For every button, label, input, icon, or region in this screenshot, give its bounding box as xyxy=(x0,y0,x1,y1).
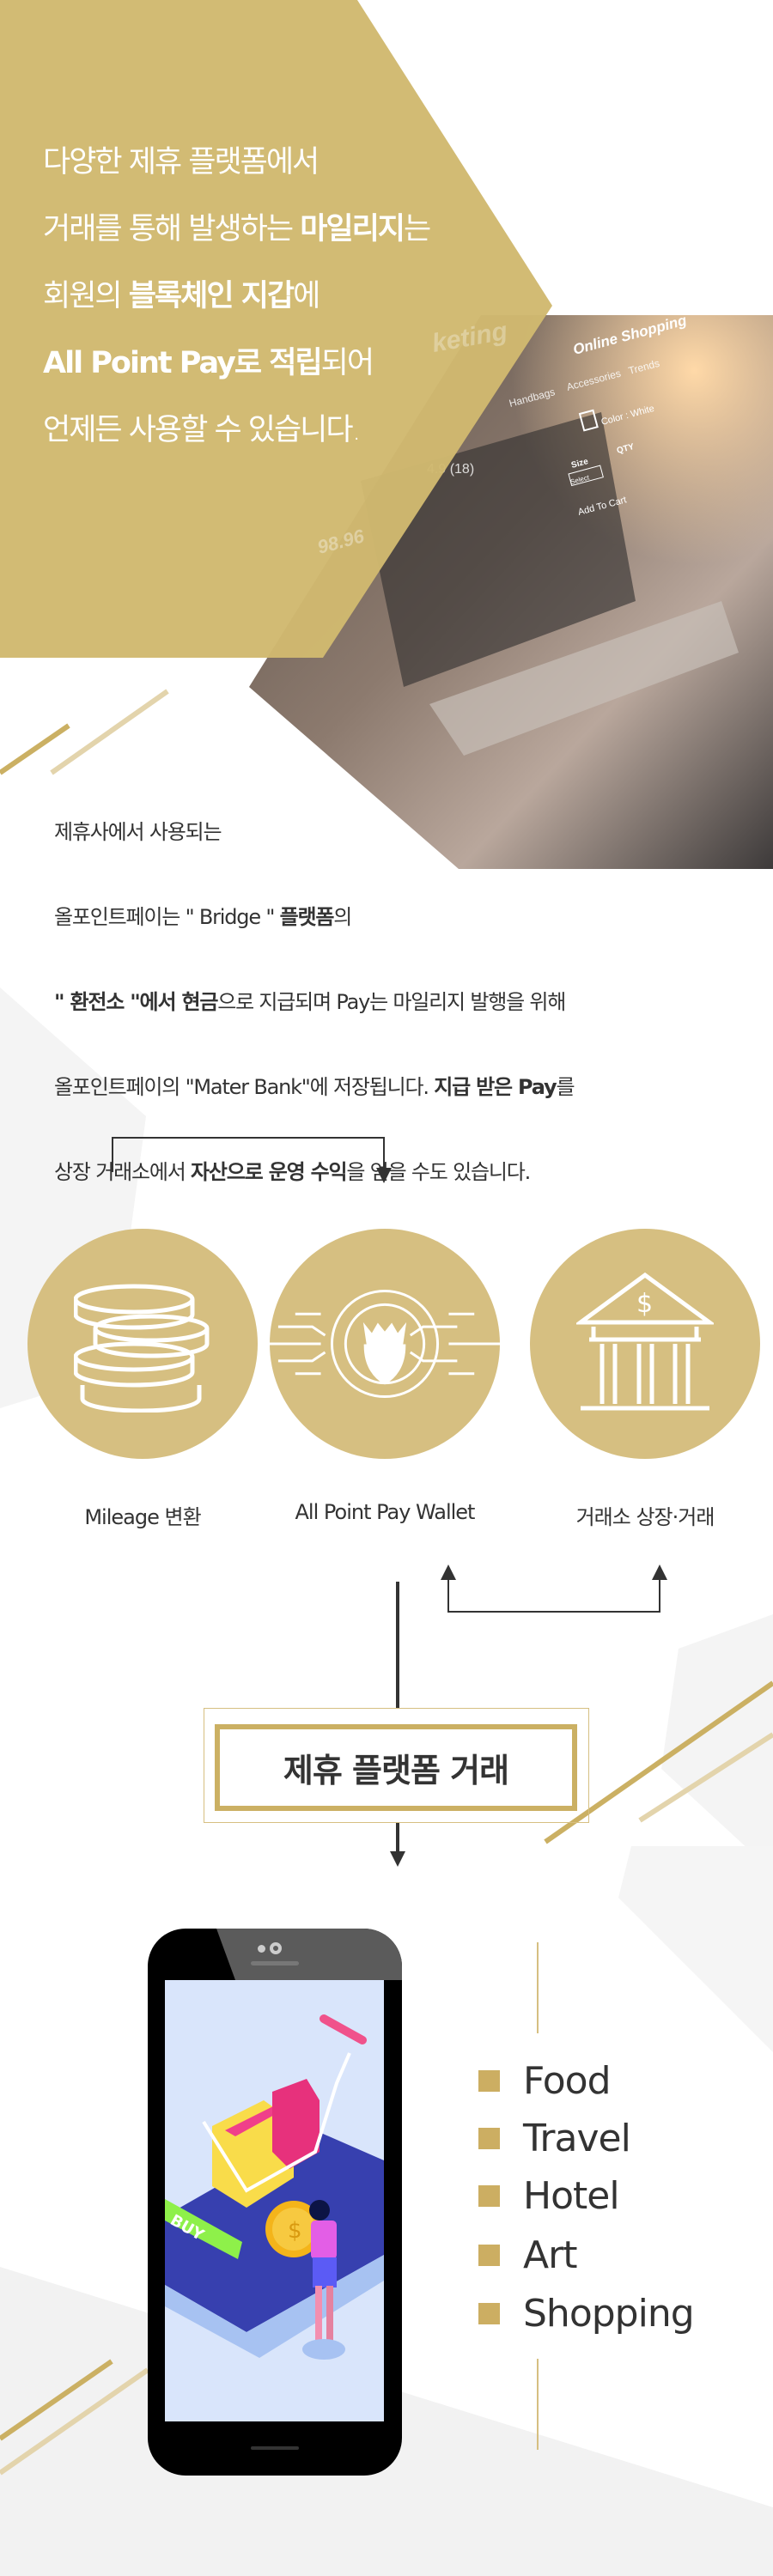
category-label: Shopping xyxy=(523,2292,695,2336)
text-segment: 는 xyxy=(404,212,431,246)
text-segment: 다양한 제휴 플랫폼에서 xyxy=(43,145,320,179)
hero-line: 회원의 블록체인 지갑에 xyxy=(43,263,429,330)
description-line: 올포인트페이의 "Mater Bank"에 저장됩니다. 지급 받은 Pay를 xyxy=(54,1045,575,1130)
text-segment: 언제든 사용할 수 있습니다. xyxy=(43,413,362,447)
description-line: 제휴사에서 사용되는 xyxy=(54,790,574,875)
hero-line: 언제든 사용할 수 있습니다. xyxy=(43,397,429,464)
category-item-shopping: Shopping xyxy=(478,2292,695,2336)
flow-label-exchange: 거래소 상장·거래 xyxy=(575,1505,715,1529)
hero-gold-shape xyxy=(0,0,552,658)
photo-text-size: Size xyxy=(570,457,590,471)
lion-emblem-icon xyxy=(270,1289,500,1399)
svg-text:$: $ xyxy=(636,1289,653,1319)
hero-line: All Point Pay로 적립되어 xyxy=(43,330,429,397)
smartphone: BUY $ xyxy=(148,1929,402,2476)
text-segment: " xyxy=(259,905,280,929)
text-segment: 을 얻을 수도 있습니다. xyxy=(346,1160,531,1184)
bullet-square-icon xyxy=(478,2185,500,2207)
wallet-circle xyxy=(270,1229,500,1459)
category-item-travel: Travel xyxy=(478,2117,631,2160)
category-item-hotel: Hotel xyxy=(478,2174,620,2218)
flow-label-wallet: All Point Pay Wallet xyxy=(295,1500,476,1524)
text-segment: 회원의 xyxy=(43,279,129,313)
text-segment: 제휴사에서 사용되는 xyxy=(54,820,222,844)
category-item-food: Food xyxy=(478,2059,612,2103)
emphasis-text: " 환전소 "에서 현금 xyxy=(54,990,218,1014)
text-segment: 거래를 통해 발생하는 xyxy=(43,212,301,246)
bullet-square-icon xyxy=(478,2303,500,2324)
exchange-circle: $ xyxy=(530,1229,760,1459)
text-segment: Bridge xyxy=(198,905,261,929)
hero-line: 다양한 제휴 플랫폼에서 xyxy=(43,129,429,196)
text-segment: 올포인트페이는 " xyxy=(54,905,199,929)
text-segment: 올포인트페이의 "Mater Bank"에 저장됩니다. xyxy=(54,1075,435,1099)
emphasis-text: All Point Pay로 적립 xyxy=(43,346,323,380)
bank-icon: $ xyxy=(576,1272,714,1411)
flow-arrows xyxy=(112,1137,660,1853)
photo-text-qty: QTY xyxy=(616,442,636,456)
camera-icon xyxy=(258,1945,265,1953)
emphasis-text: 마일리지 xyxy=(300,212,405,246)
category-label: Travel xyxy=(523,2117,631,2160)
hero-line: 거래를 통해 발생하는 마일리지는 xyxy=(43,196,431,263)
text-segment: 에 xyxy=(293,279,320,313)
category-label: Art xyxy=(523,2233,577,2277)
coins-stack-icon xyxy=(74,1284,210,1413)
platform-trade-box: 제휴 플랫폼 거래 xyxy=(215,1724,577,1811)
emphasis-text: 플랫폼 xyxy=(279,905,335,929)
text-segment: 으로 지급되며 Pay는 마일리지 발행을 위해 xyxy=(217,990,566,1014)
svg-text:$: $ xyxy=(288,2218,302,2244)
text-segment: 상장 거래소에서 xyxy=(54,1160,192,1184)
description-line: " 환전소 "에서 현금으로 지급되며 Pay는 마일리지 발행을 위해 xyxy=(54,960,574,1045)
phone-screen-illustration: BUY $ xyxy=(165,1980,384,2421)
text-segment: 의 xyxy=(333,905,352,929)
bullet-square-icon xyxy=(478,2245,500,2266)
emphasis-text: 지급 받은 Pay xyxy=(434,1075,557,1099)
emphasis-text: 자산으로 운영 수익 xyxy=(191,1160,348,1184)
bullet-square-icon xyxy=(478,2070,500,2092)
text-segment: 를 xyxy=(556,1075,575,1099)
online-shopping-photo: Online Shopping Handbags Accessories Tre… xyxy=(249,312,773,869)
category-item-art: Art xyxy=(478,2233,577,2277)
category-label: Food xyxy=(523,2059,612,2103)
category-label: Hotel xyxy=(523,2174,620,2218)
description-line: 상장 거래소에서 자산으로 운영 수익을 얻을 수도 있습니다. xyxy=(54,1130,574,1215)
emphasis-text: 블록체인 지갑 xyxy=(128,279,295,313)
description-line: 올포인트페이는 " Bridge " 플랫폼의 xyxy=(54,875,574,960)
platform-box-frame xyxy=(204,1708,589,1823)
bullet-square-icon xyxy=(478,2128,500,2149)
text-segment: 되어 xyxy=(320,346,374,380)
mileage-circle xyxy=(27,1229,258,1459)
flow-label-mileage: Mileage 변환 xyxy=(84,1505,201,1529)
